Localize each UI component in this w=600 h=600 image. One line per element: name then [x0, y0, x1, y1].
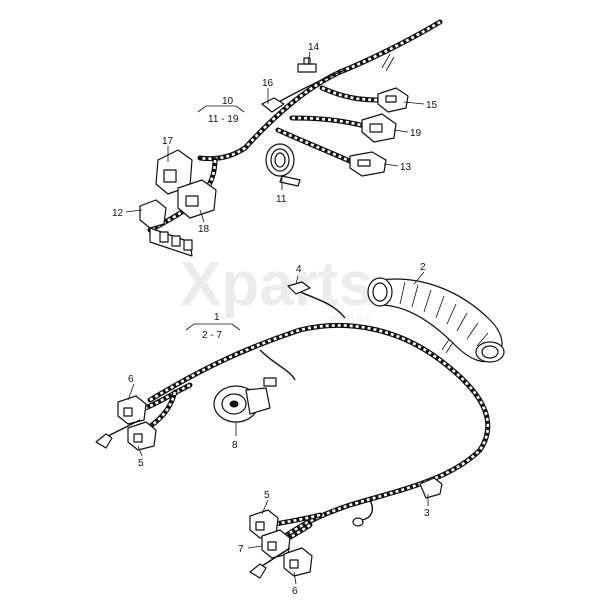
callout-18: 18	[198, 224, 210, 235]
leader-lines	[125, 51, 429, 585]
connector-7	[261, 529, 291, 559]
callout-15: 15	[426, 100, 438, 111]
ground-lead	[361, 499, 374, 521]
callout-16: 16	[262, 78, 274, 89]
tape-roll-11	[265, 143, 301, 187]
callout-6-upper: 6	[128, 374, 134, 385]
callout-5-lower: 5	[264, 490, 270, 501]
callout-11-19: 11 - 19	[208, 114, 239, 125]
corrugated-tube-2	[367, 277, 505, 363]
lower-main-wire	[147, 322, 491, 543]
callout-17: 17	[162, 136, 174, 147]
probe-left	[95, 419, 141, 449]
callout-11: 11	[276, 194, 287, 205]
callout-3: 3	[424, 508, 430, 519]
thin-wire-8	[259, 349, 296, 381]
part-3	[419, 477, 443, 499]
callout-13: 13	[400, 162, 412, 173]
watermark-text: Xparts	[180, 250, 373, 319]
watermark-subtext: online	[330, 311, 374, 325]
connector-18	[177, 179, 217, 219]
connector-17	[155, 149, 193, 195]
thin-wire-16	[274, 69, 346, 105]
upper-main-wire	[197, 19, 443, 162]
callout-14: 14	[308, 42, 320, 53]
callout-10: 10	[222, 96, 234, 107]
connector-5-upper	[127, 421, 157, 451]
connector-16	[261, 97, 285, 113]
watermark: Xparts online	[180, 250, 374, 325]
wire-break-mark	[381, 53, 395, 72]
callout-5-upper: 5	[138, 458, 144, 469]
connector-12	[139, 199, 167, 229]
connector-15	[377, 87, 409, 113]
switch-8	[213, 377, 277, 423]
connector-6-lower	[283, 547, 313, 577]
callout-2-7: 2 - 7	[202, 330, 222, 341]
probe-lower	[249, 547, 291, 579]
thin-wire-4	[299, 291, 346, 319]
lower-harness	[137, 291, 491, 548]
connector-13	[349, 151, 387, 177]
callout-1: 1	[214, 312, 220, 323]
connector-4	[287, 281, 311, 295]
callout-6-lower: 6	[292, 586, 298, 597]
callout-2: 2	[420, 262, 426, 273]
callout-8: 8	[232, 440, 238, 451]
callout-7: 7	[238, 544, 244, 555]
callout-12: 12	[112, 208, 124, 219]
callouts: 10 11 - 19 14 16 15 19 13 11 17 18 12 2 …	[112, 42, 438, 597]
connector-19	[361, 113, 397, 143]
terminal-block-12	[149, 227, 193, 257]
callout-19: 19	[410, 128, 422, 139]
part-14	[297, 57, 317, 73]
callout-4: 4	[296, 264, 302, 275]
connector-6-upper	[117, 395, 147, 425]
ground-eye	[352, 517, 364, 527]
